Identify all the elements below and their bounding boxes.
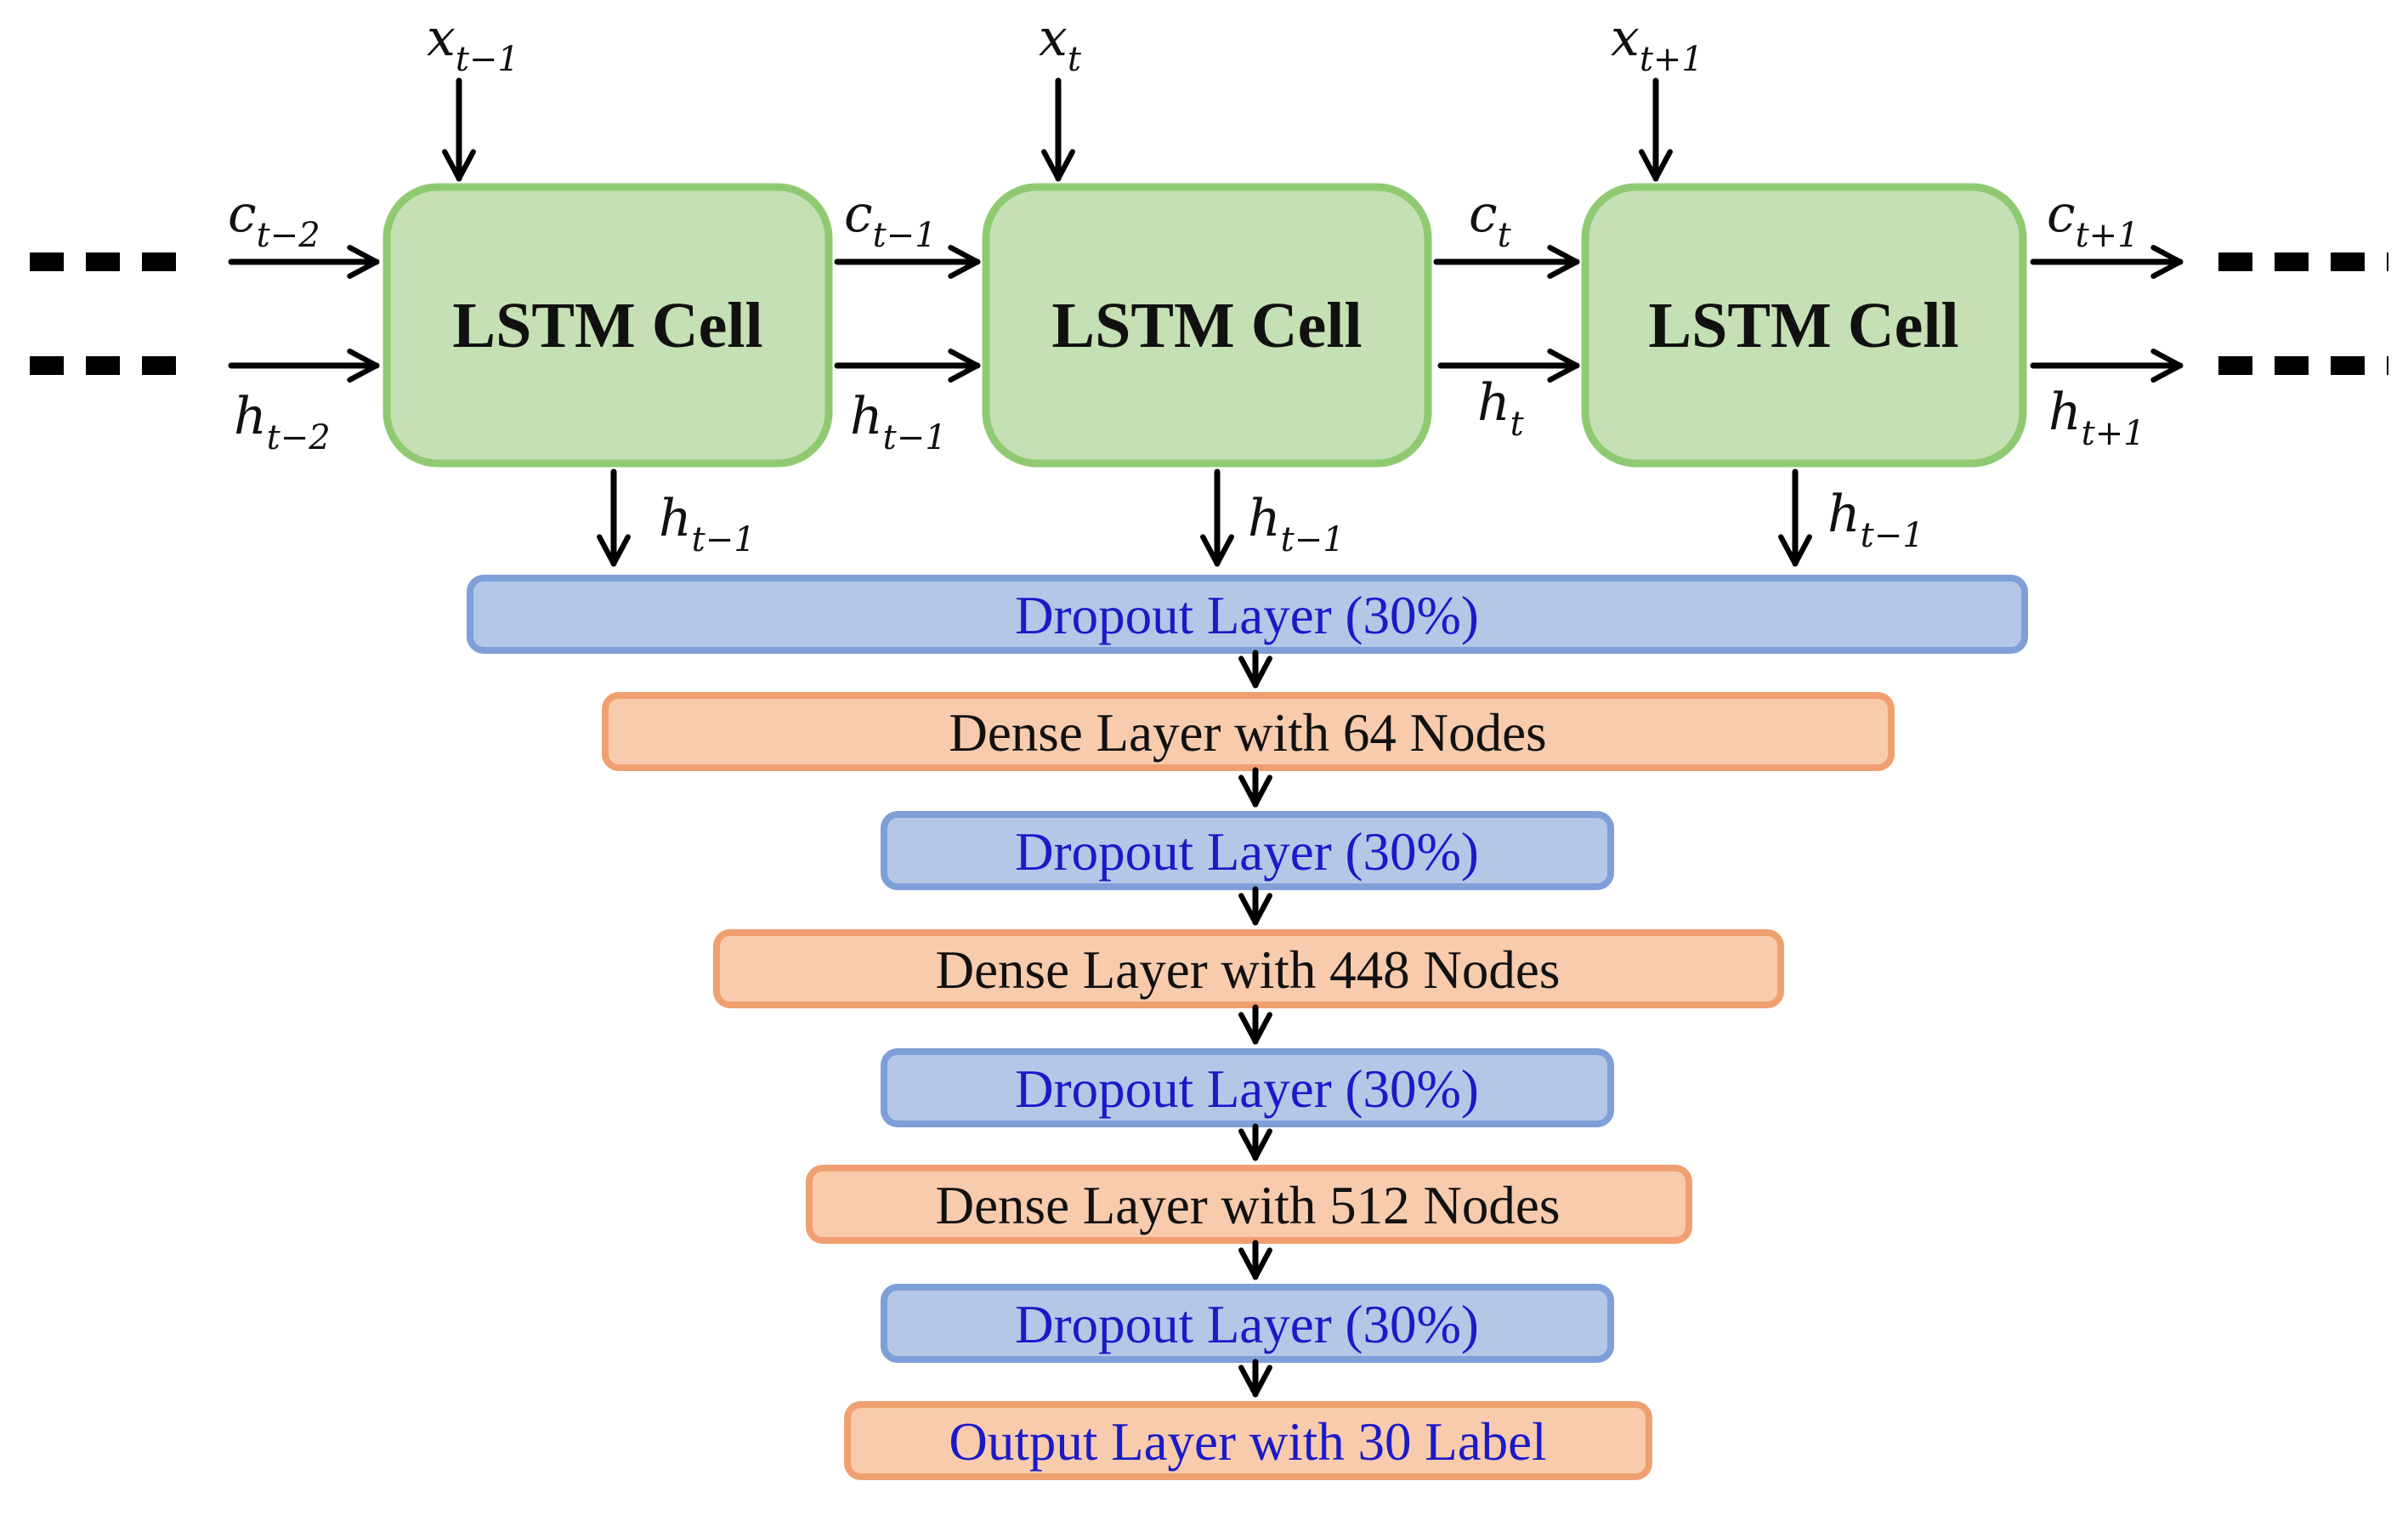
hidden-state-label-h-t: ht	[1477, 373, 1525, 444]
dropout-layer-label: Dropout Layer (30%)	[1015, 1059, 1479, 1119]
cell-output-label-3: ht−1	[1827, 485, 1924, 555]
lstm-cell-3: LSTM Cell	[1581, 183, 2027, 468]
cell-state-label-c-t-minus-1: ct−1	[844, 184, 937, 255]
dense-layer-label: Dense Layer with 512 Nodes	[936, 1176, 1561, 1235]
input-label-x-t: xt	[1039, 9, 1082, 79]
dense-layer-512: Dense Layer with 512 Nodes	[806, 1165, 1692, 1244]
hidden-state-label-h-t-minus-1: ht−1	[850, 387, 947, 457]
lstm-cell-2: LSTM Cell	[982, 183, 1432, 468]
dropout-layer-label: Dropout Layer (30%)	[1015, 822, 1479, 882]
dropout-layer-3: Dropout Layer (30%)	[881, 1048, 1614, 1127]
lstm-cell-1: LSTM Cell	[382, 183, 833, 468]
output-layer-label: Output Layer with 30 Label	[949, 1412, 1546, 1472]
output-layer: Output Layer with 30 Label	[844, 1401, 1652, 1480]
dense-layer-label: Dense Layer with 64 Nodes	[949, 703, 1546, 763]
cell-state-label-c-t: ct	[1469, 184, 1512, 255]
cell-output-label-2: ht−1	[1248, 489, 1345, 559]
dropout-layer-4: Dropout Layer (30%)	[881, 1284, 1614, 1363]
lstm-cell-label: LSTM Cell	[1051, 290, 1362, 361]
cell-output-label-1: ht−1	[659, 489, 756, 559]
lstm-cell-label: LSTM Cell	[452, 290, 762, 361]
lstm-cell-label: LSTM Cell	[1648, 290, 1958, 361]
dense-layer-448: Dense Layer with 448 Nodes	[713, 929, 1784, 1008]
dense-layer-64: Dense Layer with 64 Nodes	[602, 692, 1895, 771]
dropout-layer-label: Dropout Layer (30%)	[1015, 1295, 1479, 1354]
dropout-layer-label: Dropout Layer (30%)	[1015, 586, 1479, 645]
dropout-layer-2: Dropout Layer (30%)	[881, 811, 1614, 890]
dropout-layer-1: Dropout Layer (30%)	[467, 575, 2028, 654]
hidden-state-label-h-t-minus-2: ht−2	[234, 387, 331, 457]
input-label-x-t-plus-1: xt+1	[1611, 9, 1703, 79]
hidden-state-label-h-t-plus-1: ht+1	[2048, 383, 2145, 453]
input-label-x-t-minus-1: xt−1	[427, 9, 519, 79]
cell-state-label-c-t-minus-2: ct−2	[228, 184, 320, 255]
dense-layer-label: Dense Layer with 448 Nodes	[936, 940, 1561, 1000]
cell-state-label-c-t-plus-1: ct+1	[2047, 184, 2139, 255]
